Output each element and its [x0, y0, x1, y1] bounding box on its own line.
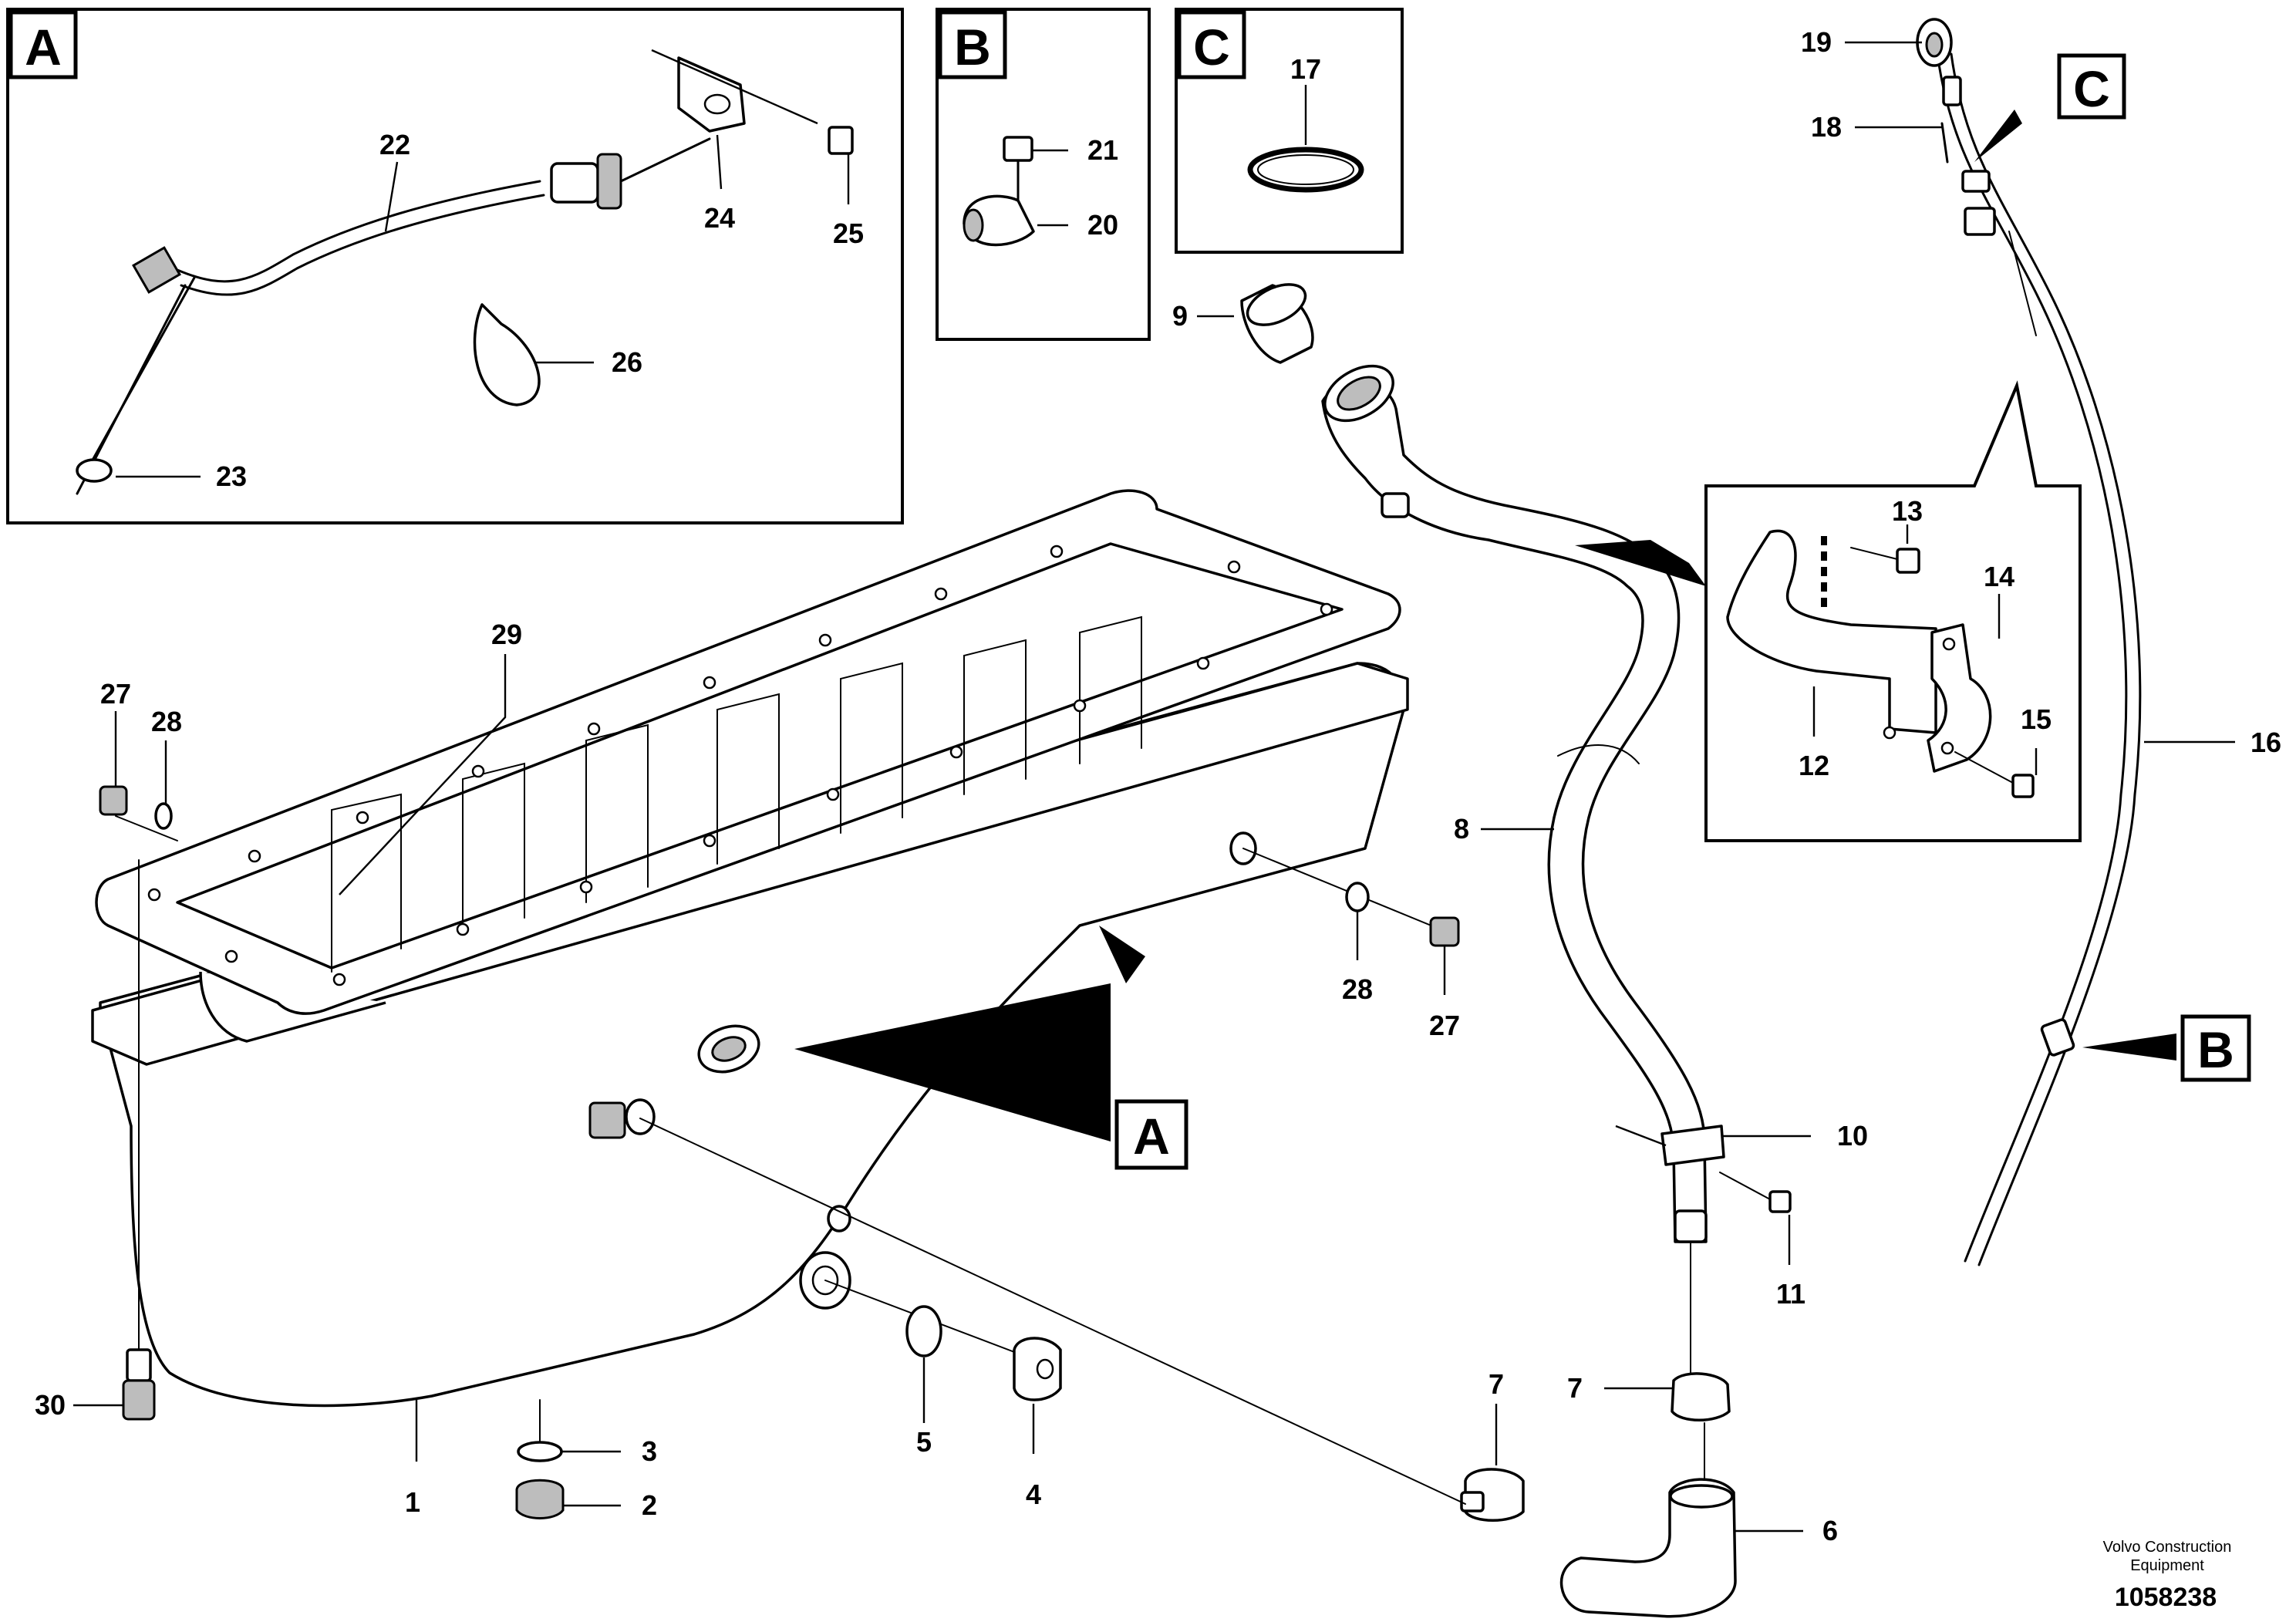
manufacturer-line-1: Volvo Construction	[2103, 1539, 2232, 1556]
o-ring-23	[76, 458, 113, 483]
callout-a-letter: A	[1133, 1108, 1170, 1165]
hose-clamp-7b	[1671, 1372, 1731, 1421]
label-16: 16	[2250, 727, 2281, 758]
label-21: 21	[1087, 134, 1118, 166]
bracket-12	[1726, 529, 1937, 734]
label-14: 14	[1984, 561, 2014, 592]
footer: Volvo Construction Equipment 1058238	[2103, 1539, 2232, 1612]
plug-27-left	[99, 785, 128, 816]
oil-pan-assembly: A 29 1	[91, 489, 1409, 1518]
filler-pipe-8	[1321, 379, 1708, 1243]
label-7-left: 7	[1489, 1368, 1504, 1400]
drain-plug-2	[515, 1479, 565, 1519]
detail-box-b: B 21 20	[936, 8, 1151, 341]
oil-filler-assembly: 9 8 10 11	[1172, 283, 1868, 1310]
hose-6	[1559, 1478, 1737, 1618]
label-23: 23	[216, 460, 247, 492]
bolt-25	[828, 126, 854, 155]
label-10: 10	[1837, 1120, 1868, 1152]
label-27-right: 27	[1429, 1010, 1460, 1041]
label-8: 8	[1454, 813, 1469, 845]
callout-c-letter: C	[2073, 60, 2110, 117]
label-2: 2	[642, 1489, 657, 1521]
bolt-13	[1896, 548, 1920, 574]
o-ring-17	[1247, 147, 1364, 193]
o-ring-5	[905, 1305, 942, 1357]
detail-box-c: C 17	[1175, 8, 1404, 254]
label-20: 20	[1087, 209, 1118, 241]
label-11: 11	[1776, 1278, 1805, 1310]
drawing-number: 1058238	[2115, 1583, 2217, 1612]
detail-box-a: A 22 23 24 25 26	[6, 8, 904, 524]
pin-18	[1940, 122, 1949, 164]
clamp-10	[1660, 1125, 1725, 1166]
gasket-bolt-holes	[147, 545, 1333, 986]
callout-c	[2057, 53, 2126, 120]
label-19: 19	[1801, 26, 1832, 58]
label-17: 17	[1290, 53, 1321, 85]
clamp-14	[1927, 623, 1992, 773]
label-25: 25	[833, 218, 864, 249]
clip-b	[2040, 1018, 2075, 1057]
label-3: 3	[642, 1435, 657, 1467]
label-24: 24	[704, 202, 735, 234]
detail-box-b-letter: B	[954, 19, 991, 76]
label-6: 6	[1822, 1515, 1838, 1546]
detail-box-a-letter: A	[25, 19, 62, 76]
label-27-left: 27	[100, 678, 131, 710]
bracket-24	[677, 56, 746, 133]
label-28-left: 28	[151, 706, 182, 737]
bolt-21	[1003, 136, 1033, 162]
label-1: 1	[405, 1486, 420, 1518]
cable-tie-26	[473, 303, 541, 406]
left-fittings: 27 28 30	[35, 678, 182, 1421]
label-26: 26	[612, 346, 642, 378]
sensor-30	[126, 1348, 152, 1382]
label-30: 30	[35, 1389, 66, 1421]
bolt-11	[1768, 1190, 1792, 1213]
seal-3	[517, 1441, 563, 1462]
label-13: 13	[1892, 495, 1923, 527]
label-18: 18	[1811, 111, 1842, 143]
callout-a	[1114, 1099, 1188, 1170]
label-29: 29	[491, 619, 522, 650]
label-22: 22	[379, 129, 410, 160]
callout-b-letter: B	[2197, 1021, 2234, 1078]
plug-27-right	[1429, 916, 1460, 947]
label-9: 9	[1172, 300, 1188, 332]
label-7-right: 7	[1567, 1372, 1583, 1404]
seal-28-right	[1345, 882, 1370, 912]
callout-b	[2180, 1014, 2251, 1082]
label-15: 15	[2021, 703, 2052, 735]
hose-assembly: 7 7 6	[1460, 1241, 1838, 1618]
label-5: 5	[916, 1426, 932, 1458]
sensor-cable	[176, 180, 541, 283]
seal-28-left	[154, 802, 173, 830]
detail-box-c-letter: C	[1193, 19, 1230, 76]
dipstick-assembly: 19 18 16 C B	[1801, 18, 2281, 1266]
label-12: 12	[1799, 750, 1829, 781]
bolt-15	[2011, 774, 2035, 798]
bracket-detail-box: 13 14 15 12	[1704, 380, 2082, 842]
drain-plugs: 5 4 3 2	[515, 1118, 1466, 1521]
label-28-right: 28	[1342, 973, 1373, 1005]
manufacturer-line-2: Equipment	[2130, 1557, 2204, 1574]
right-fittings: 28 27	[1242, 848, 1460, 1041]
label-4: 4	[1026, 1479, 1041, 1510]
